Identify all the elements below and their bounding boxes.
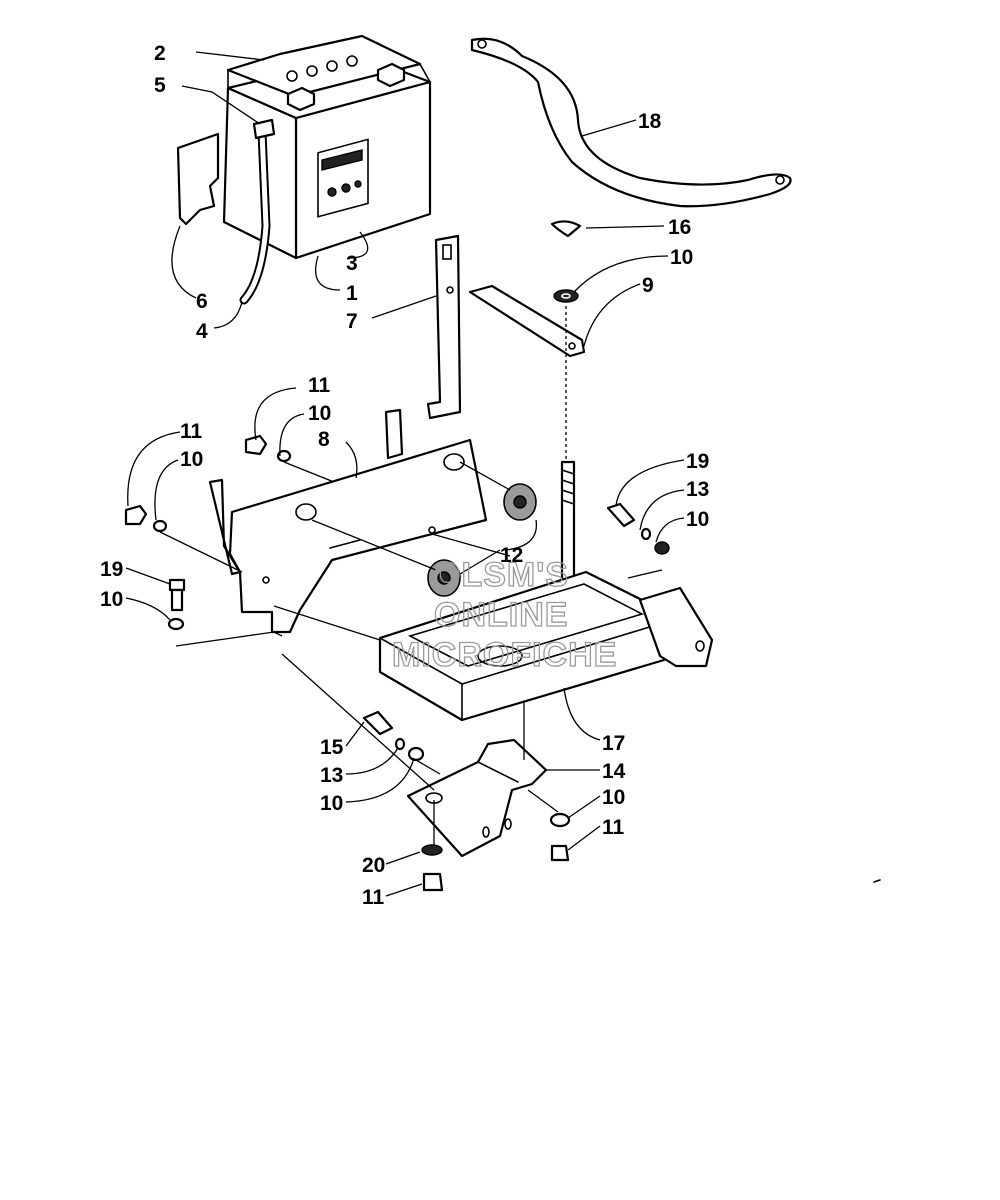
callout-10: 10 (308, 402, 331, 425)
callout-11: 11 (180, 420, 203, 443)
battery-cable (470, 37, 792, 208)
callout-18: 18 (638, 110, 662, 133)
callout-1: 1 (346, 282, 358, 305)
mount-plate (208, 408, 488, 634)
callout-5: 5 (154, 74, 166, 97)
callout-19: 19 (686, 450, 709, 473)
svg-text:ONLINE: ONLINE (434, 596, 568, 634)
callout-10: 10 (670, 246, 693, 269)
callout-8: 8 (318, 428, 330, 451)
hose-clamp (252, 118, 276, 140)
callout-10: 10 (320, 792, 343, 815)
callout-6: 6 (196, 290, 208, 313)
callout-10: 10 (100, 588, 123, 611)
callout-4: 4 (196, 320, 208, 343)
battery (222, 34, 432, 260)
wing-nut (550, 220, 582, 238)
callout-16: 16 (668, 216, 691, 239)
washer (553, 289, 579, 303)
callout-2: 2 (154, 42, 166, 65)
bracket-arm (468, 284, 586, 358)
lower-bracket (406, 738, 548, 858)
svg-text:MICROFICHE: MICROFICHE (392, 636, 617, 674)
callout-20: 20 (362, 854, 385, 877)
leader-lines (125, 51, 685, 897)
callout-labels: 2 5 3 1 6 4 7 18 16 10 9 11 10 8 11 10 1… (100, 42, 709, 909)
callout-13: 13 (320, 764, 343, 787)
callout-9: 9 (642, 274, 654, 297)
callout-12: 12 (500, 544, 523, 567)
svg-text:OLSM'S: OLSM'S (434, 556, 569, 594)
callout-19: 19 (100, 558, 123, 581)
callout-10: 10 (602, 786, 625, 809)
callout-10: 10 (686, 508, 709, 531)
callout-15: 15 (320, 736, 344, 759)
callout-13: 13 (686, 478, 709, 501)
callout-14: 14 (602, 760, 626, 783)
callout-11: 11 (602, 816, 625, 839)
callout-10: 10 (180, 448, 203, 471)
side-bracket (176, 132, 220, 226)
callout-17: 17 (602, 732, 625, 755)
callout-11: 11 (308, 374, 331, 397)
fasteners (124, 434, 670, 892)
watermark: OLSM'S ONLINE MICROFICHE (391, 555, 617, 674)
callout-3: 3 (346, 252, 358, 275)
callout-7: 7 (346, 310, 358, 333)
hold-down-strap (426, 234, 462, 420)
callout-11: 11 (362, 886, 385, 909)
battery-tray (378, 570, 714, 722)
